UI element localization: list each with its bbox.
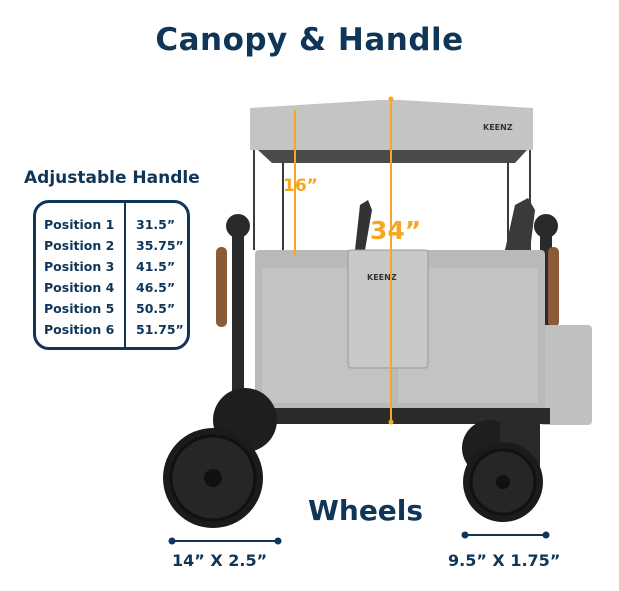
table-row: Position 6 51.75” [44,319,194,340]
front-wheel [463,442,543,522]
table-row: Position 5 50.5” [44,298,194,319]
position-height: 41.5” [136,259,176,274]
position-label: Position 4 [44,280,115,295]
canopy-clearance-label: 16” [283,176,318,196]
table-row: Position 1 31.5” [44,214,194,235]
position-label: Position 6 [44,322,115,337]
wheel-dim-lines [168,531,550,545]
position-height: 46.5” [136,280,176,295]
handle-positions-table: Position 1 31.5” Position 2 35.75” Positio… [33,200,190,350]
position-label: Position 1 [44,217,115,232]
rear-wheel-size: 14” X 2.5” [172,551,268,570]
front-wheel-size: 9.5” X 1.75” [448,551,561,570]
canopy-logo: KEENZ [483,123,513,132]
wheels-title: Wheels [308,494,424,527]
table-row: Position 4 46.5” [44,277,194,298]
side-cooler [540,325,592,425]
svg-text:KEENZ: KEENZ [367,273,397,282]
position-label: Position 2 [44,238,115,253]
handle-grip-left [216,247,227,327]
handle-table-title: Adjustable Handle [24,168,200,188]
position-label: Position 3 [44,259,115,274]
rear-wheel [163,428,263,528]
position-height: 31.5” [136,217,176,232]
position-height: 35.75” [136,238,184,253]
page-title: Canopy & Handle [155,22,464,58]
position-height: 51.75” [136,322,184,337]
total-height-label: 34” [370,216,422,245]
position-height: 50.5” [136,301,176,316]
table-divider [124,203,126,347]
center-pocket [347,249,429,369]
handle-grip-right [548,247,559,327]
table-row: Position 2 35.75” [44,235,194,256]
table-row: Position 3 41.5” [44,256,194,277]
position-label: Position 5 [44,301,115,316]
